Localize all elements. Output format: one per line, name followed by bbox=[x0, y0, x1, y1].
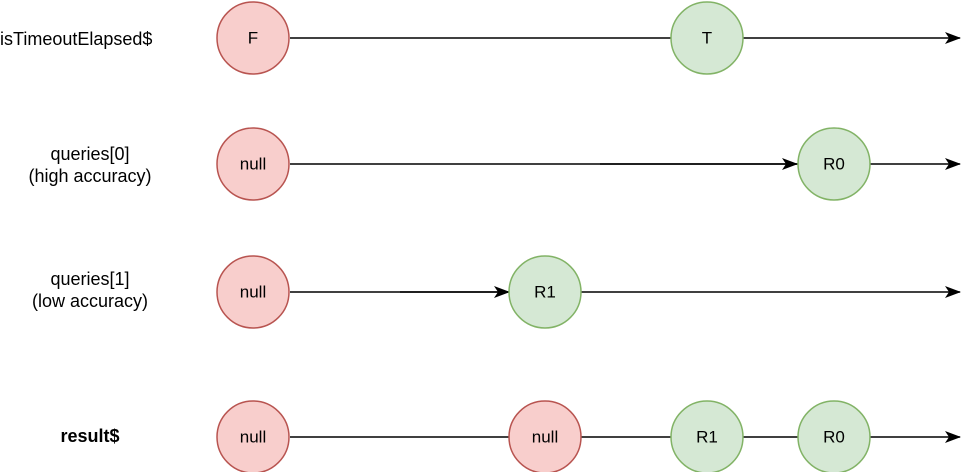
stream-label-queries-1: queries[1] (low accuracy) bbox=[0, 268, 180, 312]
marble-false: F bbox=[216, 1, 290, 75]
marble-r0: R0 bbox=[797, 127, 871, 201]
stream-label-line: (high accuracy) bbox=[28, 166, 152, 186]
stream-label-line: queries[0] bbox=[50, 144, 130, 164]
marble-true: T bbox=[670, 1, 744, 75]
marble-r1: R1 bbox=[670, 400, 744, 472]
stream-label-timeout: isTimeoutElapsed$ bbox=[0, 28, 190, 50]
marble-r0: R0 bbox=[797, 400, 871, 472]
marble-label: R0 bbox=[823, 155, 845, 174]
marble-null: null bbox=[216, 127, 290, 201]
stream-label-line: queries[1] bbox=[50, 269, 130, 289]
marble-null: null bbox=[508, 400, 582, 472]
stream-label-line: result$ bbox=[60, 426, 120, 446]
marble-null: null bbox=[216, 400, 290, 472]
stream-label-result: result$ bbox=[0, 425, 180, 447]
stream-label-line: isTimeoutElapsed$ bbox=[0, 29, 153, 49]
marble-label: null bbox=[240, 155, 266, 174]
stream-label-line: (low accuracy) bbox=[31, 291, 149, 311]
marble-label: R1 bbox=[534, 283, 556, 302]
marble-r1: R1 bbox=[508, 255, 582, 329]
marble-label: null bbox=[240, 283, 266, 302]
marble-label: R0 bbox=[823, 428, 845, 447]
marble-label: null bbox=[532, 428, 558, 447]
marble-null: null bbox=[216, 255, 290, 329]
marble-label: R1 bbox=[696, 428, 718, 447]
marble-label: null bbox=[240, 428, 266, 447]
marble-label: T bbox=[702, 29, 712, 48]
stream-label-queries-0: queries[0] (high accuracy) bbox=[0, 143, 180, 187]
marble-label: F bbox=[248, 29, 258, 48]
